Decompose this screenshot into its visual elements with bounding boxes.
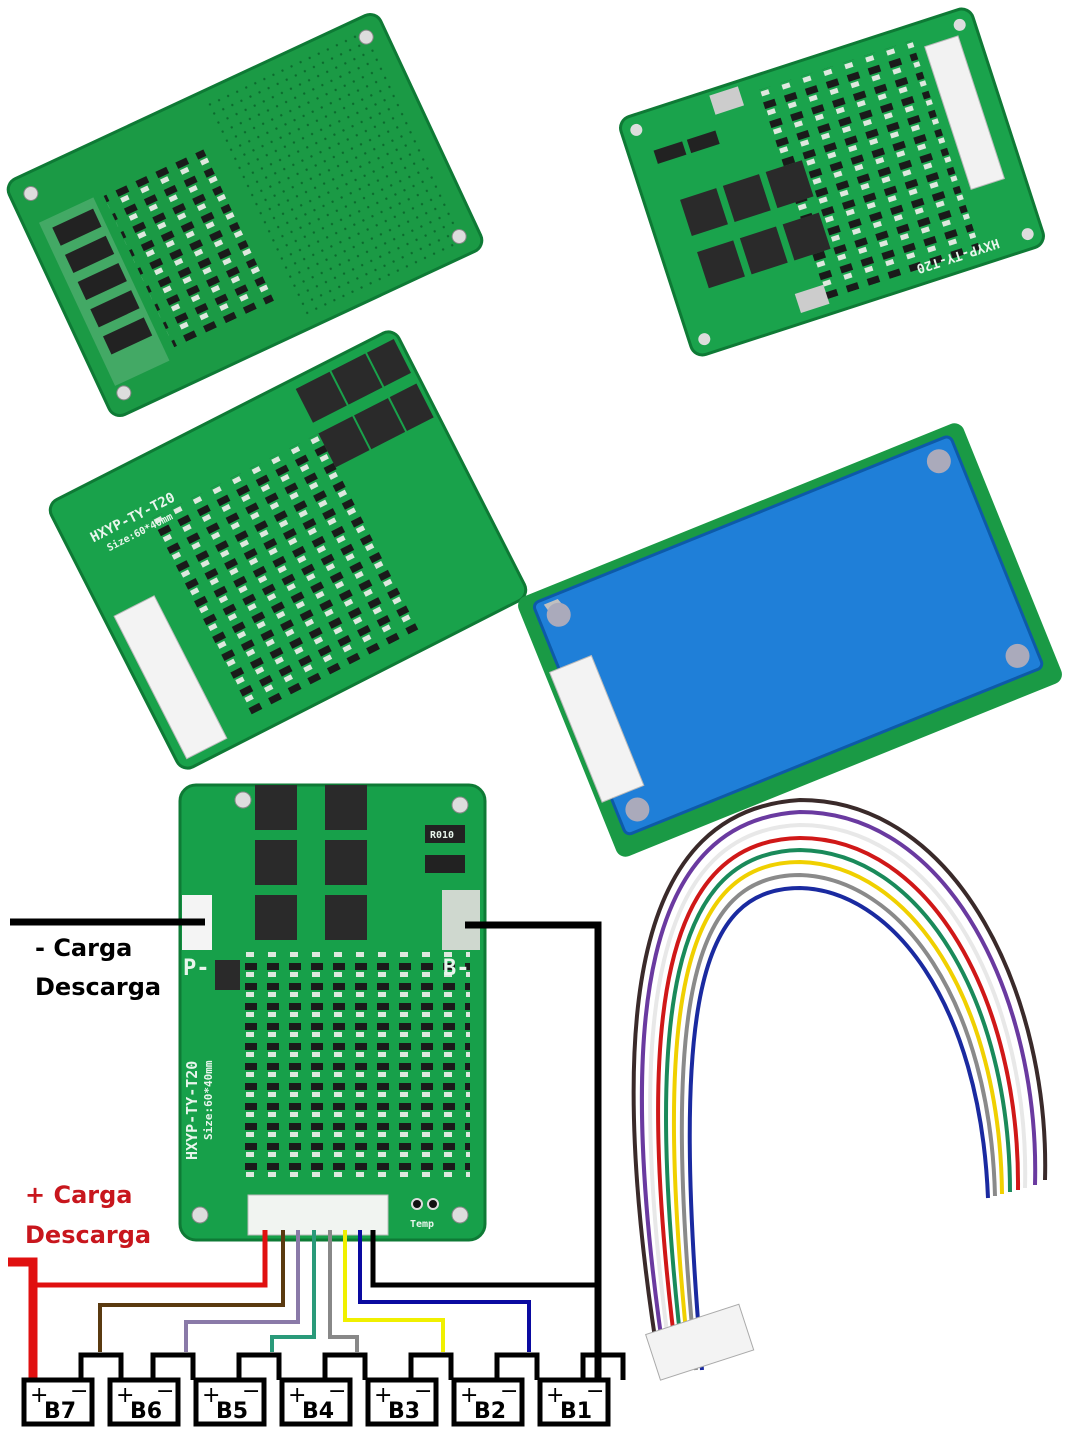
battery-terminal xyxy=(322,1352,368,1380)
battery-body xyxy=(107,1377,181,1427)
battery-b4: +−B4 xyxy=(279,1352,368,1427)
plus-sign: + xyxy=(374,1383,392,1408)
wire-b4-b3 xyxy=(328,1230,359,1352)
battery-label: B4 xyxy=(302,1399,334,1424)
negative-label-line2: Descarga xyxy=(35,973,161,1001)
balance-connector xyxy=(113,595,228,760)
battery-b3: +−B3 xyxy=(365,1352,454,1427)
temp-label: Temp xyxy=(410,1219,434,1230)
battery-terminal xyxy=(494,1352,540,1380)
plus-sign: + xyxy=(202,1383,220,1408)
balance-connector xyxy=(548,654,645,803)
p-minus-label: P- xyxy=(183,956,210,981)
wire-b7-plus xyxy=(33,1230,268,1288)
battery-body xyxy=(451,1377,525,1427)
battery-label: B2 xyxy=(474,1399,506,1424)
battery-label: B3 xyxy=(388,1399,420,1424)
minus-sign: − xyxy=(242,1379,260,1404)
minus-sign: − xyxy=(414,1379,432,1404)
minus-sign: − xyxy=(328,1379,346,1404)
battery-body xyxy=(537,1377,611,1427)
battery-b2: +−B2 xyxy=(451,1352,540,1427)
battery-b1: +−B1 xyxy=(537,1352,626,1427)
minus-sign: − xyxy=(70,1379,88,1404)
positive-main-wire xyxy=(8,1257,38,1380)
b-minus-wire xyxy=(465,921,602,1380)
pcb-board-front-left: HXYP-TY-T20 Size:60*40mm xyxy=(48,330,528,770)
battery-body xyxy=(21,1377,95,1427)
battery-b5: +−B5 xyxy=(193,1352,282,1427)
minus-sign: − xyxy=(500,1379,518,1404)
battery-label: B7 xyxy=(44,1399,76,1424)
balance-connector xyxy=(247,1194,389,1236)
mosfets xyxy=(255,785,367,940)
plus-sign: + xyxy=(30,1383,48,1408)
battery-label: B5 xyxy=(216,1399,248,1424)
wire-b3-b2 xyxy=(343,1230,445,1352)
battery-terminal xyxy=(580,1352,626,1380)
battery-terminal xyxy=(408,1352,454,1380)
battery-b6: +−B6 xyxy=(107,1352,196,1427)
plus-sign: + xyxy=(288,1383,306,1408)
balance-connector xyxy=(924,35,1006,191)
wire-b6-b5 xyxy=(184,1230,300,1352)
positive-label-line1: + Carga xyxy=(25,1181,132,1209)
battery-terminal xyxy=(78,1352,124,1380)
battery-body xyxy=(365,1377,439,1427)
pcb-board-front-right: HXYP-TY-T20 xyxy=(619,7,1045,357)
board-model-label: HXYP-TY-T20 xyxy=(183,1061,201,1160)
negative-label-line1: - Carga xyxy=(35,934,132,962)
wire-b5-b4 xyxy=(270,1230,316,1352)
plus-sign: + xyxy=(546,1383,564,1408)
shunt-resistors xyxy=(52,208,153,355)
positive-label-line2: Descarga xyxy=(25,1221,151,1249)
b-minus-pad xyxy=(442,890,480,950)
b-minus-label: B- xyxy=(443,956,470,981)
battery-body xyxy=(279,1377,353,1427)
pcb-board-back xyxy=(6,12,484,418)
resistor-label: R010 xyxy=(430,830,454,841)
battery-body xyxy=(193,1377,267,1427)
plus-sign: + xyxy=(116,1383,134,1408)
cable-connector xyxy=(645,1303,755,1381)
wire-b7-b6 xyxy=(98,1230,285,1352)
battery-label: B1 xyxy=(560,1399,592,1424)
wire-b1-minus xyxy=(370,1230,598,1288)
battery-b7: +−B7 xyxy=(21,1352,124,1427)
pcb-board-shielded xyxy=(518,423,1062,857)
battery-terminal xyxy=(236,1352,282,1380)
shunt-resistor xyxy=(425,825,465,843)
pcb-board-wiring: R010 P- B- HXYP-TY-T20 Size:60*40mm Temp xyxy=(178,783,487,1242)
board-size-label: Size:60*40mm xyxy=(202,1060,215,1140)
minus-sign: − xyxy=(156,1379,174,1404)
battery-terminal xyxy=(150,1352,196,1380)
wire-b2-b1 xyxy=(358,1230,531,1352)
plus-sign: + xyxy=(460,1383,478,1408)
balance-cable xyxy=(631,797,1048,1381)
minus-sign: − xyxy=(586,1379,604,1404)
battery-label: B6 xyxy=(130,1399,162,1424)
mosfets xyxy=(680,160,831,289)
wiring-diagram xyxy=(8,918,602,1380)
